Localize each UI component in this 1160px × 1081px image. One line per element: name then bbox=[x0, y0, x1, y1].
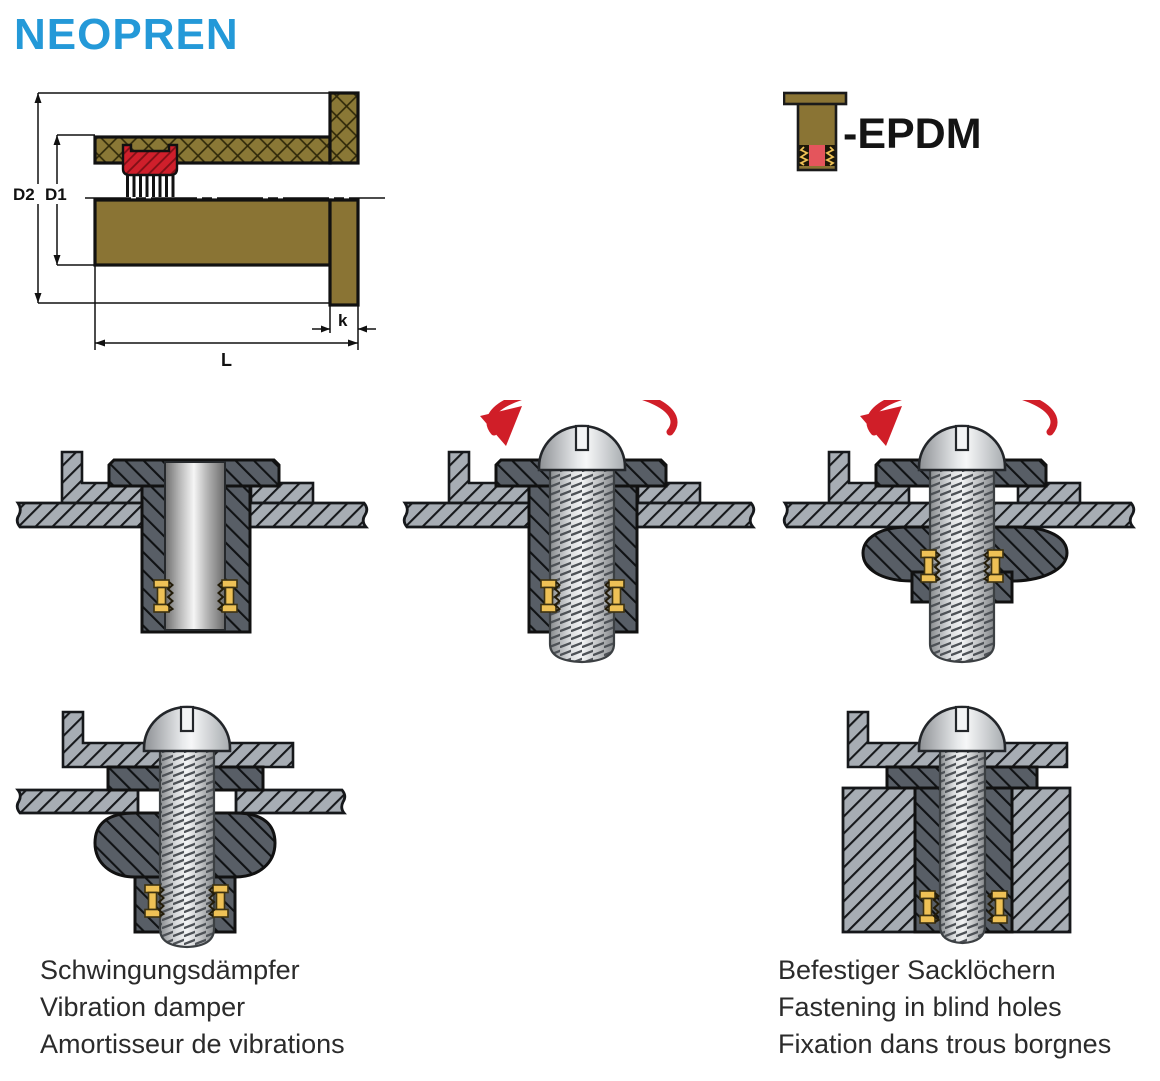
page-title: NEOPREN bbox=[14, 10, 239, 59]
upper-bracket bbox=[846, 710, 1069, 769]
caption-vibration-damper: Schwingungsdämpfer Vibration damper Amor… bbox=[40, 952, 345, 1063]
caption-blind-holes: Befestiger Sacklöchern Fastening in blin… bbox=[778, 952, 1111, 1063]
nut-flange-section bbox=[328, 91, 360, 165]
screw-threads bbox=[938, 745, 987, 945]
epdm-nut-icon bbox=[783, 91, 848, 172]
yellow-insert bbox=[987, 890, 1008, 924]
epdm-red-core bbox=[809, 145, 825, 166]
dim-label-k: k bbox=[338, 311, 348, 330]
nut-bore bbox=[164, 461, 226, 631]
screw-head bbox=[917, 424, 1007, 472]
nut-flange-outside bbox=[328, 198, 360, 307]
thread-lines bbox=[126, 175, 175, 197]
screw-head bbox=[917, 705, 1007, 753]
yellow-insert bbox=[153, 579, 174, 613]
screw-threads bbox=[158, 743, 216, 949]
caption-line-de: Schwingungsdämpfer bbox=[40, 955, 300, 985]
step-diagram-tightened bbox=[782, 400, 1136, 664]
yellow-insert bbox=[983, 549, 1004, 583]
upper-bracket bbox=[61, 710, 295, 769]
screw-head bbox=[142, 705, 232, 753]
yellow-insert bbox=[540, 579, 561, 613]
yellow-insert bbox=[217, 579, 238, 613]
caption-line-en: Vibration damper bbox=[40, 992, 246, 1022]
lower-panel-right bbox=[234, 788, 347, 815]
step-diagram-screw-in bbox=[402, 400, 756, 664]
threaded-insert-red bbox=[121, 143, 179, 177]
dim-label-d2: D2 bbox=[13, 185, 35, 204]
extension-lines bbox=[38, 92, 359, 350]
screw-threads bbox=[928, 460, 996, 664]
dim-line-l bbox=[95, 339, 358, 347]
caption-line-en: Fastening in blind holes bbox=[778, 992, 1062, 1022]
yellow-insert bbox=[208, 884, 229, 918]
nut-body-outside bbox=[93, 198, 332, 267]
screw-head bbox=[537, 424, 627, 472]
dim-line-k bbox=[312, 325, 376, 333]
dimension-drawing: D2 D1 k L bbox=[11, 91, 385, 370]
blind-hole-diagram bbox=[841, 705, 1072, 945]
step-diagram-inserted-nut bbox=[15, 450, 369, 634]
caption-line-fr: Amortisseur de vibrations bbox=[40, 1029, 345, 1059]
yellow-insert bbox=[144, 884, 165, 918]
yellow-insert bbox=[604, 579, 625, 613]
screw-threads bbox=[548, 460, 616, 664]
vibration-damper-diagram bbox=[15, 705, 347, 949]
caption-line-fr: Fixation dans trous borgnes bbox=[778, 1029, 1112, 1059]
dim-label-d1: D1 bbox=[45, 185, 67, 204]
caption-line-de: Befestiger Sacklöchern bbox=[778, 955, 1056, 985]
lower-panel-left bbox=[15, 788, 140, 815]
yellow-insert bbox=[919, 890, 940, 924]
yellow-insert bbox=[920, 549, 941, 583]
dim-label-l: L bbox=[221, 350, 232, 370]
epdm-thread-inserts bbox=[799, 145, 835, 166]
material-label: -EPDM bbox=[843, 110, 982, 158]
